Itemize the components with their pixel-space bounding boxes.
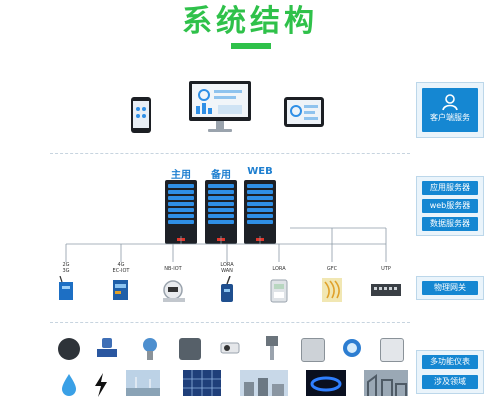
gateway-panel: 物理网关 bbox=[416, 276, 484, 300]
nb-iot-meter-icon bbox=[163, 280, 185, 302]
user-icon bbox=[442, 94, 458, 111]
application-fields-button[interactable]: 涉及领域 bbox=[422, 375, 478, 389]
temperature-sensor-icon bbox=[266, 336, 278, 360]
data-server-button[interactable]: 数据服务器 bbox=[422, 217, 478, 231]
server-label-web: WEB bbox=[247, 166, 273, 177]
client-service-button[interactable]: 客户端服务 bbox=[422, 88, 478, 132]
gateway-label: UTP bbox=[381, 266, 391, 272]
client-service-label: 客户端服务 bbox=[430, 113, 470, 122]
divider bbox=[50, 153, 410, 154]
field-panel: 多功能仪表 涉及领域 bbox=[416, 350, 484, 394]
gas-flame-icon bbox=[306, 370, 346, 396]
tablet-icon bbox=[284, 97, 324, 127]
monitor-icon bbox=[189, 81, 251, 132]
page-title: 系统结构 bbox=[182, 4, 318, 39]
multifunction-meter-icon bbox=[380, 338, 404, 362]
electricity-bolt-icon bbox=[95, 373, 107, 397]
gateway-4g-device-icon bbox=[113, 280, 128, 300]
lora-wan-device-icon bbox=[221, 276, 233, 302]
smartphone-icon bbox=[131, 97, 151, 133]
sensor-module-icon bbox=[179, 338, 201, 360]
solar-panel-icon bbox=[183, 370, 221, 396]
physical-gateway-button[interactable]: 物理网关 bbox=[422, 281, 478, 295]
gateway-label: GFC bbox=[326, 266, 338, 272]
multifunction-meter-button[interactable]: 多功能仪表 bbox=[422, 355, 478, 369]
water-meter-icon bbox=[343, 339, 361, 357]
gfc-cable-icon bbox=[322, 278, 342, 302]
gateway-2g-device-icon bbox=[59, 276, 73, 300]
server-rack-web bbox=[244, 180, 276, 244]
lora-meter-icon bbox=[270, 279, 288, 303]
gateway-label: NB-IOT bbox=[164, 266, 182, 272]
flow-meter-icon bbox=[97, 338, 117, 357]
server-panel: 应用服务器 web服务器 数据服务器 bbox=[416, 176, 484, 236]
web-server-button[interactable]: web服务器 bbox=[422, 199, 478, 213]
server-label-backup: 备用 bbox=[211, 170, 231, 181]
divider bbox=[50, 322, 410, 323]
server-rack-backup bbox=[205, 180, 237, 244]
utp-switch-icon bbox=[371, 284, 401, 296]
app-server-button[interactable]: 应用服务器 bbox=[422, 181, 478, 195]
substation-icon bbox=[240, 370, 288, 396]
pressure-transmitter-icon bbox=[143, 338, 157, 360]
server-label-primary: 主用 bbox=[171, 170, 191, 181]
electric-meter-icon bbox=[301, 338, 325, 362]
wind-farm-icon bbox=[126, 370, 160, 396]
industrial-plant-icon bbox=[364, 370, 408, 396]
title-underline bbox=[231, 43, 271, 49]
water-drop-icon bbox=[62, 374, 76, 396]
power-meter-icon bbox=[58, 338, 80, 360]
server-rack-primary bbox=[165, 180, 197, 244]
gateway-label: LORA bbox=[272, 266, 286, 272]
client-service-panel: 客户端服务 bbox=[416, 82, 484, 138]
camera-icon bbox=[220, 342, 240, 354]
